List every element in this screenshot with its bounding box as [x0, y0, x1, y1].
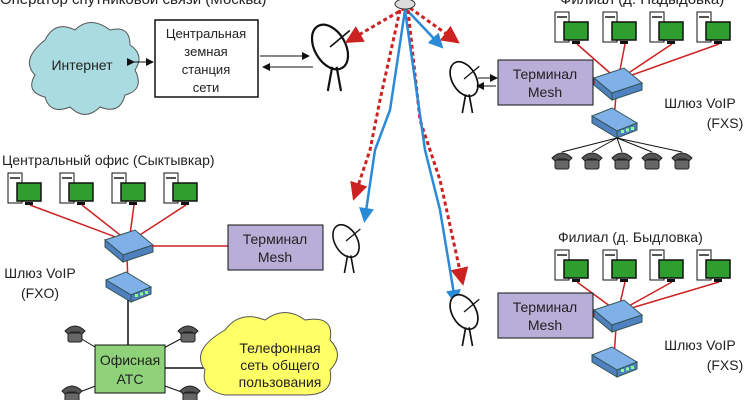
svg-text:Mesh: Mesh [528, 317, 562, 333]
satellite-dish-icon [449, 293, 480, 347]
central-earth-station: Центральная земная станция сети [154, 19, 259, 98]
telephone-icon [671, 152, 693, 170]
satellite-links [344, 0, 469, 305]
svg-text:Офисная: Офисная [100, 352, 160, 368]
telephone-icon [551, 152, 573, 170]
gateway-label: Шлюз VoIP [664, 337, 735, 353]
internet-cloud: Интернет [28, 22, 140, 115]
voip-gateway-icon [590, 107, 639, 139]
telephone-icon [581, 152, 603, 170]
computer-icon [602, 249, 637, 282]
computer-icon [7, 172, 42, 205]
network-switch-icon [592, 67, 644, 102]
computer-icon [163, 172, 198, 205]
svg-text:Mesh: Mesh [258, 249, 292, 265]
svg-text:Телефонная: Телефонная [239, 340, 320, 356]
svg-text:сети: сети [193, 80, 220, 95]
telephone-icon [61, 385, 83, 400]
computer-icon [554, 11, 589, 44]
computer-icon [649, 249, 684, 282]
network-switch-icon [592, 299, 644, 334]
satellite-dish-icon [332, 223, 361, 274]
telephone-icon [64, 325, 86, 343]
svg-text:АТС: АТС [117, 371, 144, 387]
gateway-label: (FXS) [707, 357, 744, 373]
gateway-label: Шлюз VoIP [664, 95, 735, 111]
svg-text:Интернет: Интернет [51, 57, 113, 73]
gateway-label: (FXS) [707, 115, 744, 131]
branch-bottom-label: Филиал (д. Быдловка) [558, 229, 703, 245]
voip-gateway-icon [104, 271, 153, 303]
svg-text:Центральная: Центральная [166, 26, 246, 41]
office-pbx: Офисная АТС [94, 344, 166, 394]
branch-top-label: Филиал (д. Надыдовка) [560, 0, 724, 8]
computer-icon [602, 11, 637, 44]
computer-icon [59, 172, 94, 205]
telephone-icon [177, 325, 199, 343]
satellite-dish-icon [449, 60, 480, 114]
computer-icon [649, 11, 684, 44]
telephone-icon [179, 385, 201, 400]
svg-text:Терминал: Терминал [513, 66, 577, 82]
computer-icon [554, 249, 589, 282]
gateway-label: (FXO) [21, 285, 59, 301]
svg-text:Mesh: Mesh [528, 84, 562, 100]
svg-text:пользования: пользования [239, 374, 322, 390]
svg-text:Терминал: Терминал [243, 231, 307, 247]
svg-text:земная: земная [184, 44, 227, 59]
computer-icon [696, 249, 731, 282]
telephone-icon [641, 152, 663, 170]
computer-icon [111, 172, 146, 205]
pstn-cloud: Телефонная сеть общего пользования [200, 312, 338, 396]
telephone-icon [611, 152, 633, 170]
svg-text:станция: станция [182, 62, 230, 77]
central-office-label: Центральный офис (Сыктывкар) [2, 152, 215, 168]
voip-gateway-icon [590, 346, 639, 378]
network-switch-icon [103, 229, 155, 264]
computer-icon [696, 11, 731, 44]
gateway-label: Шлюз VoIP [4, 265, 75, 281]
satellite-dish-icon [310, 23, 351, 92]
svg-text:Терминал: Терминал [513, 299, 577, 315]
svg-text:сеть общего: сеть общего [240, 357, 320, 373]
operator-label: Оператор спутниковой связи (Москва) [0, 0, 267, 8]
